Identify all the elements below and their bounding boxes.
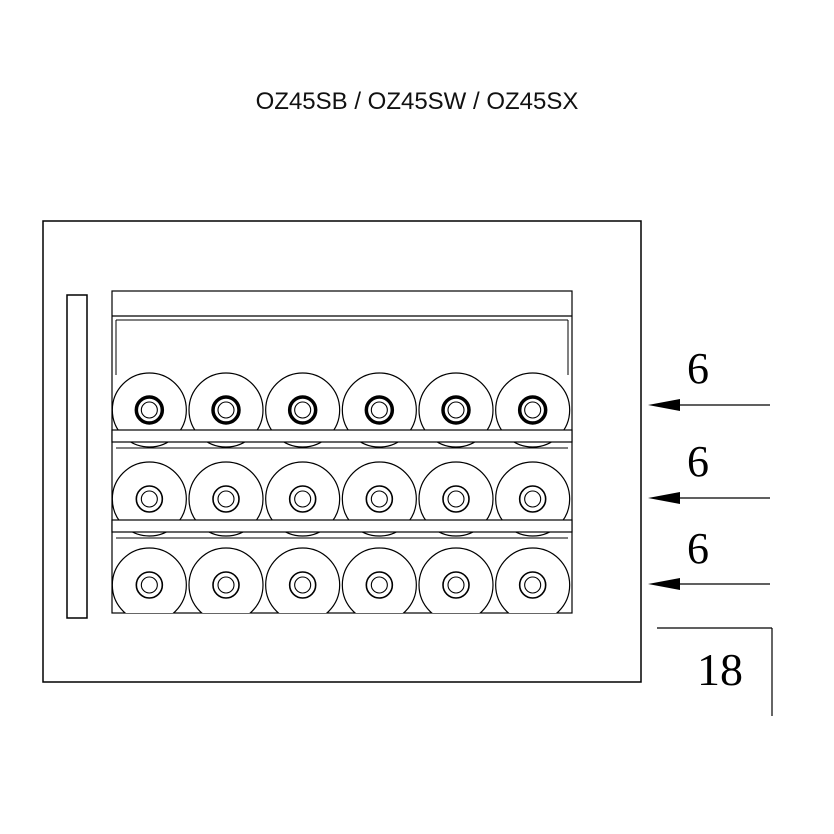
bottle-cork-row1-1 xyxy=(140,401,158,419)
bottle-row2-5 xyxy=(418,461,494,537)
bottle-row2-1 xyxy=(112,461,187,537)
bottle-cork-row3-4 xyxy=(370,576,388,594)
bottle-row1-2 xyxy=(188,372,264,448)
bottle-cork-row1-3 xyxy=(294,401,312,419)
bottle-neck-row2-2 xyxy=(212,485,240,513)
bottle-neck-row3-5 xyxy=(442,571,470,599)
shelf-rail-2 xyxy=(111,519,573,533)
bottle-row3-4 xyxy=(341,547,417,613)
bottle-row2-6 xyxy=(495,461,571,537)
bottle-cork-row2-4 xyxy=(370,490,388,508)
bottle-cork-row3-3 xyxy=(294,576,312,594)
bottle-cork-row1-2 xyxy=(217,401,235,419)
bottle-neck-row1-3 xyxy=(287,395,318,425)
bottle-row3-5 xyxy=(418,547,494,613)
bottle-row3-1 xyxy=(112,547,187,613)
bottle-row2-2 xyxy=(188,461,264,537)
bottle-row3-6 xyxy=(495,547,571,613)
bottle-neck-row2-4 xyxy=(365,485,394,513)
bottle-row3-3 xyxy=(265,547,341,613)
bottle-row1-5 xyxy=(418,372,494,448)
bottle-cork-row1-4 xyxy=(370,401,388,419)
shelf-1-arrowhead xyxy=(648,399,680,411)
bottle-row1-6 xyxy=(495,372,571,448)
bottle-neck-row1-6 xyxy=(517,395,548,425)
bottle-neck-row3-2 xyxy=(212,571,240,599)
bottles-group xyxy=(112,372,571,613)
bottle-neck-row1-5 xyxy=(441,395,471,425)
bottle-neck-row3-1 xyxy=(135,571,164,599)
bottle-cork-row2-3 xyxy=(294,490,312,508)
bottle-row1-1 xyxy=(112,372,187,448)
bottle-cork-row1-6 xyxy=(524,401,542,419)
bottle-cork-row2-5 xyxy=(447,490,465,508)
bottle-cork-row2-2 xyxy=(217,490,235,508)
bottle-neck-row2-1 xyxy=(135,485,164,513)
total-count: 18 xyxy=(697,644,743,695)
bottle-neck-row3-6 xyxy=(518,571,547,599)
bottle-cork-row2-1 xyxy=(140,490,158,508)
bottle-row3-2 xyxy=(188,547,264,613)
bottle-row1-4 xyxy=(341,372,417,448)
bottle-neck-row3-3 xyxy=(288,571,317,599)
bottle-row2-4 xyxy=(341,461,417,537)
bottle-cork-row1-5 xyxy=(447,401,465,419)
shelves-group xyxy=(111,429,573,539)
model-title: OZ45SB / OZ45SW / OZ45SX xyxy=(255,88,579,115)
shelf-2-arrowhead xyxy=(648,492,680,504)
bottle-cork-row3-6 xyxy=(524,576,542,594)
bottle-cork-row3-5 xyxy=(447,576,465,594)
bottle-neck-row1-1 xyxy=(134,395,165,425)
shelf-3-count: 6 xyxy=(687,524,709,573)
bottle-row2-3 xyxy=(265,461,341,537)
bottle-cork-row2-6 xyxy=(524,490,542,508)
shelf-rail-1 xyxy=(111,429,573,443)
cabinet-frame xyxy=(42,220,642,683)
shelf-2-count: 6 xyxy=(687,437,709,486)
door-handle xyxy=(66,294,88,619)
bottle-neck-row1-2 xyxy=(211,395,241,425)
bottle-cork-row3-2 xyxy=(217,576,235,594)
shelf-3-arrowhead xyxy=(648,578,680,590)
bottle-neck-row2-5 xyxy=(442,485,470,513)
inner-window xyxy=(111,290,573,614)
bottle-neck-row1-4 xyxy=(364,395,395,425)
bottle-cork-row3-1 xyxy=(140,576,158,594)
shelf-1-count: 6 xyxy=(687,344,709,393)
bottle-row1-3 xyxy=(265,372,341,448)
bottle-neck-row2-3 xyxy=(288,485,317,513)
bottle-neck-row2-6 xyxy=(518,485,547,513)
bottle-neck-row3-4 xyxy=(365,571,394,599)
